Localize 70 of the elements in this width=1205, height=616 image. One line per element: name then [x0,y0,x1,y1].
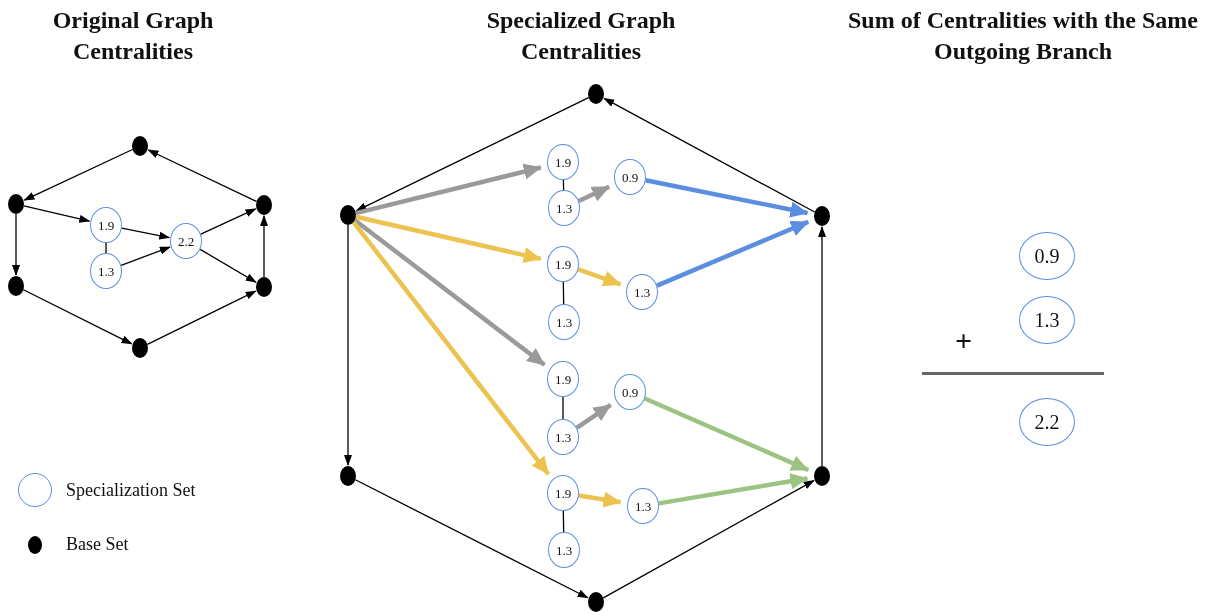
arrow [121,227,171,240]
arrow [22,289,133,345]
centrality-node: 1.9 [547,361,579,397]
centrality-node: 1.3 [548,304,580,340]
arrow [146,290,257,345]
centrality-node: 1.9 [90,207,122,243]
arrow [200,208,257,235]
centrality-node: 1.3 [90,253,122,289]
panel-heading: Sum of Centralities with the Same Outgoing Branch [847,6,1199,67]
base-node [256,195,272,215]
base-node [340,205,356,225]
centrality-node: 1.3 [626,274,658,310]
connector-line [562,396,564,420]
arrow [577,267,622,287]
arrow [147,149,258,203]
arrow [355,97,590,212]
base-node [814,466,830,486]
centrality-node: 1.3 [548,190,580,226]
base-node [588,84,604,104]
arrow [23,205,91,223]
centrality-node: 2.2 [1019,398,1075,446]
arrow [120,246,171,266]
arrow [577,184,611,204]
arrow [353,218,546,367]
centrality-node: 1.9 [547,246,579,282]
arrow [351,220,551,476]
connector-line [105,242,107,254]
arrow [645,178,809,218]
connector-line [562,281,565,305]
arrow [260,215,268,278]
centrality-node: 0.9 [614,374,646,410]
plus-sign: + [955,326,973,356]
centrality-node: 0.9 [614,159,646,195]
panel-heading: Specialized Graph Centralities [485,6,677,67]
arrow [575,403,612,430]
arrow [818,226,826,467]
arrow [658,473,809,506]
base-node [256,277,272,297]
arrow [12,213,20,276]
centrality-node: 2.2 [170,223,202,259]
arrow [644,396,810,473]
arrow [355,163,542,216]
connector-line [562,179,565,191]
base-node [8,276,24,296]
base-node [340,466,356,486]
centrality-node: 1.3 [548,532,580,568]
arrow [344,224,352,466]
centrality-node: 1.3 [627,488,659,524]
legend-text: Base Set [66,534,129,555]
centrality-node: 1.9 [547,475,579,511]
base-node [8,194,24,214]
base-node [588,592,604,612]
arrow [199,248,257,283]
centrality-node: 1.3 [1019,296,1075,344]
arrow [354,479,589,599]
arrow [656,219,810,288]
centrality-node: 0.9 [1019,232,1075,280]
panel-heading: Original Graph Centralities [51,6,215,67]
centrality-node: 1.3 [547,419,579,455]
arrow [578,491,622,508]
arrow [355,214,542,264]
connector-line [562,510,565,533]
arrow [603,97,816,213]
base-node [814,206,830,226]
arrow [602,479,815,599]
base-node [132,136,148,156]
centrality-node: 1.9 [547,144,579,180]
arrow [23,148,134,201]
legend-text: Specialization Set [66,479,196,501]
base-node [132,338,148,358]
